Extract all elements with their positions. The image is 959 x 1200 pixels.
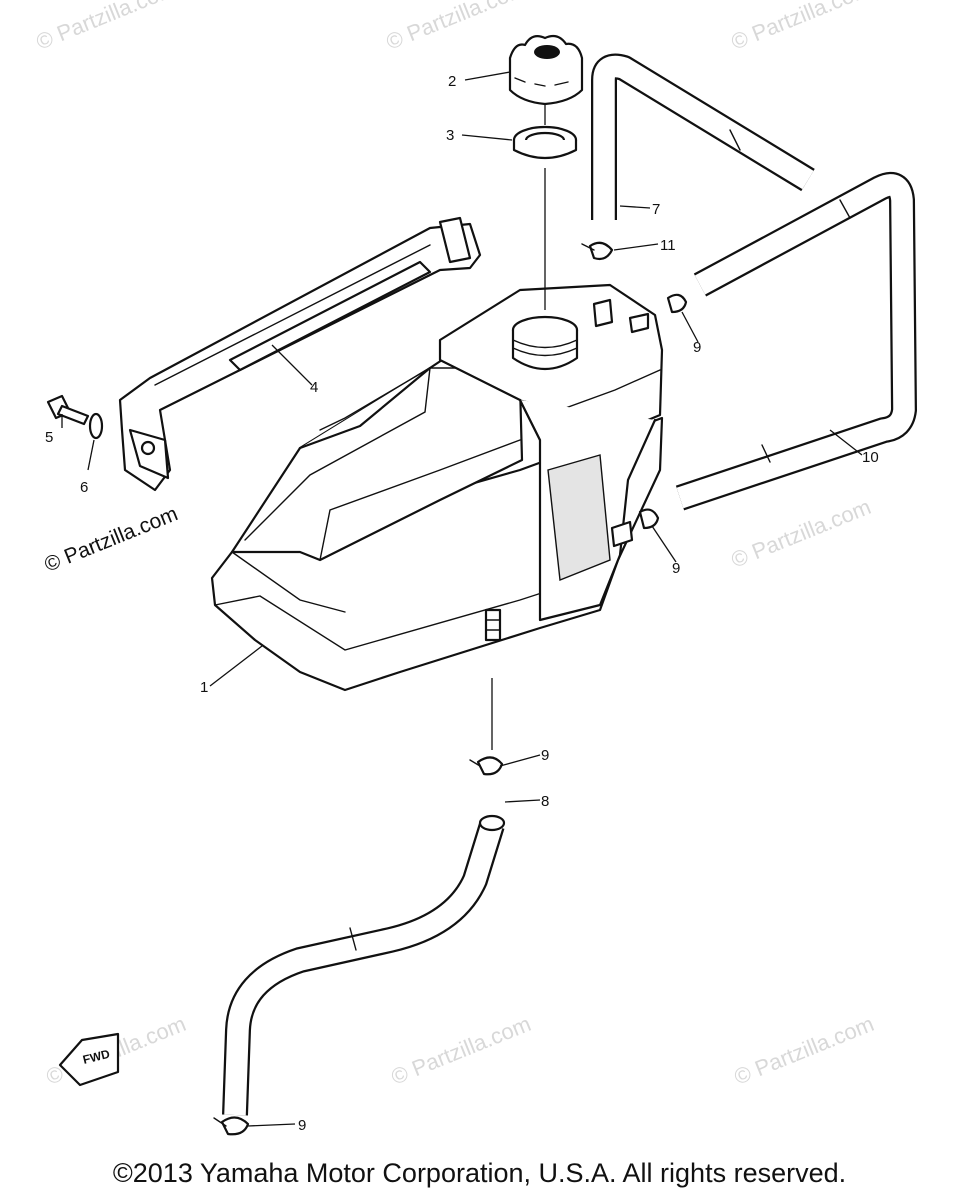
bolt bbox=[46, 394, 90, 426]
clamp bbox=[213, 1116, 250, 1136]
callout-9: 9 bbox=[693, 339, 701, 356]
washer bbox=[88, 412, 104, 440]
clamp bbox=[469, 756, 504, 776]
watermark: © Partzilla.com bbox=[728, 494, 875, 573]
cap-gasket bbox=[512, 125, 578, 160]
hose-8 bbox=[222, 814, 506, 1116]
leader-lines bbox=[61, 71, 863, 1127]
callout-1: 1 bbox=[200, 679, 208, 696]
clamp bbox=[666, 293, 688, 314]
callout-9: 9 bbox=[541, 747, 549, 764]
clamp bbox=[638, 508, 660, 530]
callout-9: 9 bbox=[298, 1117, 306, 1134]
watermark: © Partzilla.com bbox=[41, 502, 181, 576]
clamp bbox=[581, 241, 614, 261]
callout-4: 4 bbox=[310, 379, 318, 396]
front-label: FWD bbox=[81, 1047, 111, 1067]
callout-5: 5 bbox=[45, 429, 53, 446]
tank-bracket bbox=[118, 216, 482, 492]
callout-7: 7 bbox=[652, 201, 660, 218]
watermark: © Partzilla.com bbox=[728, 0, 875, 55]
callout-2: 2 bbox=[448, 73, 456, 90]
callout-9: 9 bbox=[672, 560, 680, 577]
watermark: © Partzilla.com bbox=[383, 0, 530, 55]
filler-cap bbox=[508, 34, 584, 106]
watermark: © Partzilla.com bbox=[33, 0, 180, 55]
hose-7 bbox=[591, 53, 815, 220]
hose-10 bbox=[675, 172, 917, 511]
watermark: © Partzilla.com bbox=[388, 1011, 535, 1090]
callout-11: 11 bbox=[660, 237, 676, 254]
callout-6: 6 bbox=[80, 479, 88, 496]
callout-8: 8 bbox=[541, 793, 549, 810]
fuel-tank bbox=[210, 283, 664, 692]
front-arrow-icon: FWD bbox=[58, 1032, 120, 1087]
callout-3: 3 bbox=[446, 127, 454, 144]
callout-10: 10 bbox=[862, 449, 879, 466]
callouts: 2 3 4 5 6 7 11 9 10 9 1 9 8 9 bbox=[45, 73, 879, 1134]
copyright-notice: ©2013 Yamaha Motor Corporation, U.S.A. A… bbox=[112, 1158, 847, 1188]
watermark: © Partzilla.com bbox=[731, 1011, 878, 1090]
